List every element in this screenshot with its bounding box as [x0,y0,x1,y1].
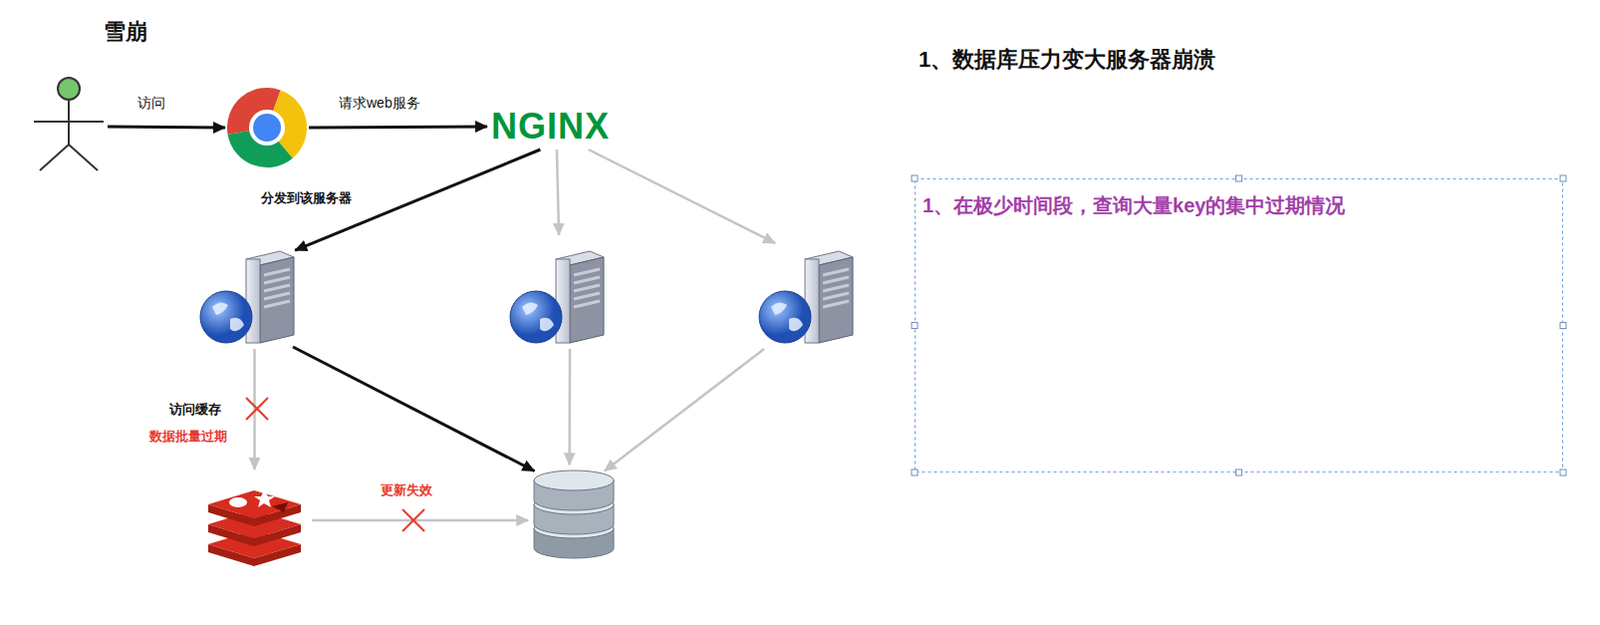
edge-label: 访问缓存 [169,400,222,419]
browser-icon [225,85,309,170]
logo-text: NGINX [491,105,610,148]
heading-note: 1、数据库压力变大服务器崩溃 [918,44,1216,75]
connector-arrow [588,149,776,244]
nginx-logo: NGINX [487,103,614,150]
chrome-drawing [225,85,309,170]
connector-arrow [556,149,559,236]
edge-label: 分发到该服务器 [261,189,352,208]
server-icon [504,245,614,347]
server-drawing [504,245,614,347]
redis-drawing [202,476,307,564]
connector-arrow [604,348,765,471]
server-icon [194,245,304,347]
user-figure [29,74,108,175]
note-box: 1、在极少时间段，查询大量key的集中过期情况 [914,178,1564,473]
note-text: 1、在极少时间段，查询大量key的集中过期情况 [922,192,1556,220]
connector-arrow [308,126,488,128]
db-drawing [530,466,618,556]
select-drawing [914,178,1564,473]
diagram-title: 雪崩 [103,16,148,47]
connector-arrow [107,126,226,128]
server-icon [753,245,863,347]
database-icon [530,466,618,556]
fail-cross [246,397,268,420]
connector-arrow [292,346,534,472]
server-drawing [753,245,863,347]
redis-icon [202,476,307,564]
connector-arrow [311,519,529,523]
edge-label: 请求web服务 [338,94,421,113]
person-drawing [29,74,108,175]
fail-cross [402,509,425,532]
edge-label: 更新失效 [380,481,433,500]
server-drawing [194,245,304,347]
warning-label: 数据批量过期 [149,427,228,446]
edge-label: 访问 [137,94,166,113]
connector-arrow [567,348,571,465]
